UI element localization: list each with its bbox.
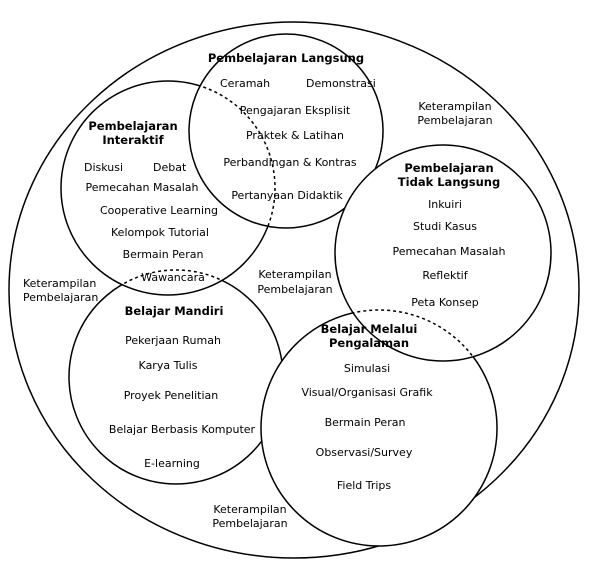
interactive-item: Bermain Peran <box>123 248 204 261</box>
outer-ellipse <box>8 21 580 559</box>
direct-item: Demonstrasi <box>306 77 376 90</box>
indirect-item: Pemecahan Masalah <box>393 245 506 258</box>
experiential-item: Simulasi <box>344 362 390 375</box>
indirect-item: Inkuiri <box>428 198 462 211</box>
independent-title: Belajar Mandiri <box>125 304 224 318</box>
experiential-item: Observasi/Survey <box>316 446 413 459</box>
dashed-overlap-arc <box>189 80 276 228</box>
skills-label-bottom: Keterampilan <box>213 503 286 516</box>
independent-item: Pekerjaan Rumah <box>125 334 221 347</box>
independent-item: E-learning <box>144 457 200 470</box>
indirect-item: Reflektif <box>422 269 468 282</box>
direct-item: Ceramah <box>220 77 270 90</box>
circle-direct <box>188 33 384 229</box>
skills-label-center: Keterampilan <box>258 268 331 281</box>
interactive-item: Pemecahan Masalah <box>86 181 199 194</box>
interactive-item: Cooperative Learning <box>100 204 218 217</box>
interactive-item: Debat <box>153 161 187 174</box>
independent-item: Proyek Penelitian <box>124 389 219 402</box>
independent-item: Belajar Berbasis Komputer <box>109 423 256 436</box>
interactive-item: Diskusi <box>84 161 123 174</box>
dashed-overlap-arc <box>68 269 275 295</box>
experiential-title-line: Pengalaman <box>329 336 409 350</box>
skills-label-center: Pembelajaran <box>257 283 332 296</box>
direct-title: Pembelajaran Langsung <box>208 51 364 65</box>
experiential-item: Visual/Organisasi Grafik <box>301 386 433 399</box>
experiential-item: Bermain Peran <box>325 416 406 429</box>
skills-label-left: Pembelajaran <box>23 291 98 304</box>
direct-item: Praktek & Latihan <box>246 129 344 142</box>
indirect-title-line: Tidak Langsung <box>398 175 500 189</box>
indirect-item: Peta Konsep <box>411 296 478 309</box>
interactive-title-line: Pembelajaran <box>88 119 177 133</box>
direct-item: Pengajaran Eksplisit <box>240 104 351 117</box>
direct-item: Perbandingan & Kontras <box>223 156 356 169</box>
circle-indirect <box>334 144 552 362</box>
skills-label-top-right: Pembelajaran <box>417 114 492 127</box>
indirect-item: Studi Kasus <box>413 220 477 233</box>
skills-label-left: Keterampilan <box>23 277 96 290</box>
direct-item: Pertanyaan Didaktik <box>231 189 343 202</box>
interactive-item: Wawancara <box>141 271 205 284</box>
skills-label-top-right: Keterampilan <box>418 100 491 113</box>
skills-label-bottom: Pembelajaran <box>212 517 287 530</box>
independent-item: Karya Tulis <box>139 359 198 372</box>
interactive-item: Kelompok Tutorial <box>111 226 209 239</box>
circle-independent <box>68 269 284 485</box>
interactive-title-line: Interaktif <box>102 133 164 147</box>
experiential-title-line: Belajar Melalui <box>321 322 418 336</box>
experiential-item: Field Trips <box>337 479 392 492</box>
indirect-title-line: Pembelajaran <box>404 161 493 175</box>
